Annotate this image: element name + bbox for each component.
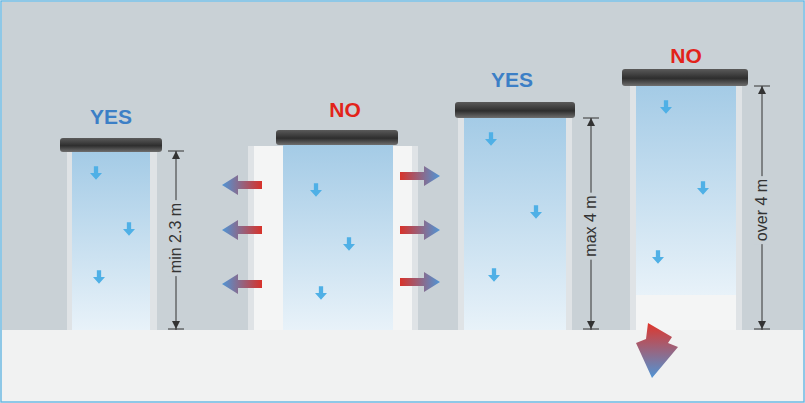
door-yes-high [455, 102, 575, 330]
verdict-no: NO [670, 45, 702, 66]
verdict-yes: YES [90, 106, 132, 127]
dimension-label: over 4 m [754, 176, 770, 244]
verdict-no: NO [329, 99, 361, 120]
door-no-gaps [222, 130, 440, 330]
verdict-yes: YES [491, 69, 533, 90]
dimension-label: max 4 m [583, 192, 599, 259]
door-yes-low [60, 138, 162, 330]
door-no-too-high [622, 69, 748, 378]
dimension-lines [168, 86, 770, 330]
dimension-label: min 2.3 m [168, 200, 184, 276]
